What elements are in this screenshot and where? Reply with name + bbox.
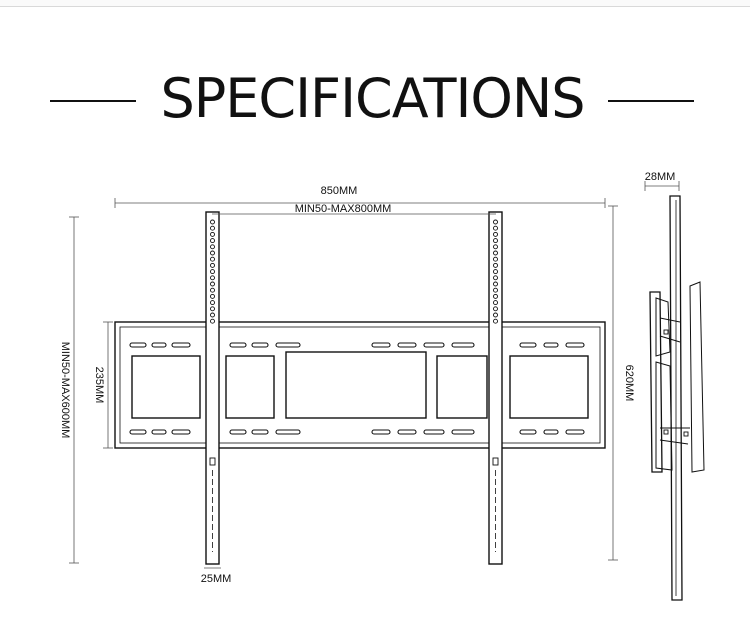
plate-height-label: 235MM <box>93 367 105 404</box>
mounting-hole <box>210 250 215 256</box>
mounting-hole <box>493 250 498 256</box>
mounting-hole <box>210 269 215 275</box>
mounting-hole <box>210 281 215 287</box>
title-rule-left <box>50 100 136 102</box>
mounting-hole <box>493 312 498 318</box>
right-arm <box>488 211 503 565</box>
wall-plate <box>114 321 606 449</box>
mounting-hole <box>493 293 498 299</box>
vertical-spacing-label: MIN50-MAX600MM <box>59 342 71 439</box>
depth-label: 28MM <box>645 171 676 183</box>
mounting-hole <box>210 293 215 299</box>
mounting-hole <box>210 238 215 244</box>
mounting-hole <box>210 262 215 268</box>
horizontal-spacing-label: MIN50-MAX800MM <box>295 203 392 215</box>
overall-height-label: 620MM <box>623 365 635 402</box>
mounting-hole <box>493 256 498 262</box>
mounting-hole <box>493 269 498 275</box>
mounting-hole <box>210 306 215 312</box>
title-rule-right <box>608 100 694 102</box>
mounting-hole <box>493 318 498 324</box>
top-border <box>0 0 750 7</box>
mounting-hole <box>210 219 215 225</box>
title-banner: SPECIFICATIONS <box>0 66 750 136</box>
mounting-hole <box>493 244 498 250</box>
plate-slots-bottom <box>129 429 585 435</box>
mounting-hole <box>493 225 498 231</box>
mounting-hole <box>210 318 215 324</box>
mounting-hole <box>210 300 215 306</box>
dimension-lines <box>69 181 680 569</box>
mounting-hole <box>210 312 215 318</box>
overall-width-label: 850MM <box>321 185 358 197</box>
arm-width-label: 25MM <box>201 573 232 585</box>
page-title: SPECIFICATIONS <box>160 67 585 130</box>
mounting-hole <box>493 306 498 312</box>
mounting-hole <box>210 231 215 237</box>
mounting-hole <box>493 275 498 281</box>
mounting-hole <box>210 244 215 250</box>
mounting-hole <box>493 219 498 225</box>
mounting-hole <box>210 287 215 293</box>
left-arm <box>205 211 220 565</box>
mounting-hole <box>493 231 498 237</box>
mounting-hole <box>493 238 498 244</box>
mounting-hole <box>210 275 215 281</box>
mounting-hole <box>210 225 215 231</box>
plate-slots-top <box>129 342 585 348</box>
side-view <box>649 195 705 601</box>
mounting-hole <box>493 281 498 287</box>
mounting-hole <box>493 287 498 293</box>
mounting-hole <box>210 256 215 262</box>
mounting-hole <box>493 300 498 306</box>
mounting-hole <box>493 262 498 268</box>
